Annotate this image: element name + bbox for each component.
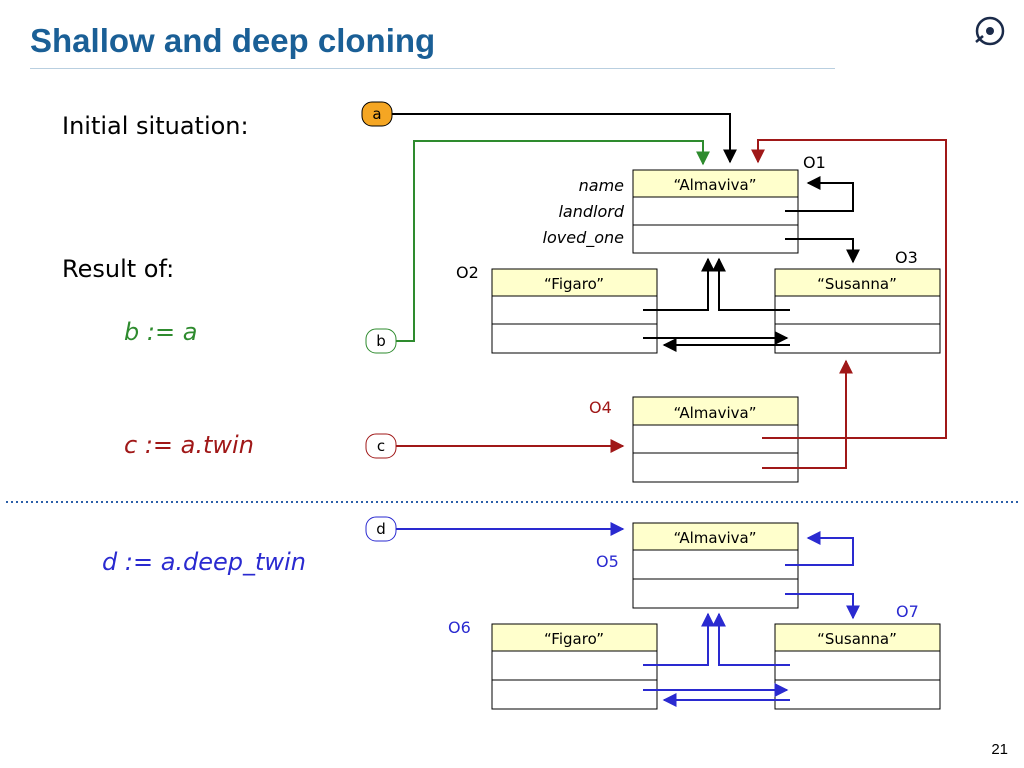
result-of-label: Result of: xyxy=(62,255,175,283)
object-o4-value: “Almaviva” xyxy=(674,404,757,422)
arrow-o5-loved-one-to-o7 xyxy=(785,593,860,620)
arrow-o5-landlord-to-o5 xyxy=(785,531,854,566)
object-o2-value: “Figaro” xyxy=(544,275,604,293)
arrow-o7-landlord-to-o5 xyxy=(712,612,790,666)
reference-c: c xyxy=(365,433,397,459)
arrow-b-to-o1 xyxy=(396,140,710,342)
object-o7: “Susanna” xyxy=(774,623,941,710)
statement-b: b := a xyxy=(124,318,198,346)
slide-title: Shallow and deep cloning xyxy=(30,22,436,59)
field-label-name: name xyxy=(579,176,625,195)
arrow-o1-loved-one-to-o3 xyxy=(785,238,860,264)
reference-d-label: d xyxy=(376,520,386,538)
reference-a: a xyxy=(361,101,393,127)
reference-d: d xyxy=(365,516,397,542)
logo-icon xyxy=(975,16,1005,46)
object-o1: “Almaviva” xyxy=(632,169,799,254)
object-o2: “Figaro” xyxy=(491,268,658,354)
page-number: 21 xyxy=(991,741,1008,758)
tag-o5: O5 xyxy=(596,552,619,571)
object-o1-value: “Almaviva” xyxy=(674,176,757,194)
arrow-o6-landlord-to-o5 xyxy=(643,612,715,666)
statement-c: c := a.twin xyxy=(124,431,254,459)
arrow-o3-landlord-to-o1 xyxy=(712,257,790,311)
title-rule xyxy=(30,68,835,69)
reference-b-label: b xyxy=(376,332,386,350)
object-o5: “Almaviva” xyxy=(632,522,799,609)
reference-a-label: a xyxy=(372,105,381,123)
tag-o7: O7 xyxy=(896,602,919,621)
field-label-landlord: landlord xyxy=(558,202,624,221)
tag-o3: O3 xyxy=(895,248,918,267)
object-o7-value: “Susanna” xyxy=(817,630,897,648)
tag-o4: O4 xyxy=(589,398,612,417)
arrow-a-to-o1 xyxy=(392,113,737,164)
arrow-o4-loved-one-to-o3 xyxy=(762,359,853,469)
field-label-loved-one: loved_one xyxy=(543,228,625,248)
tag-o6: O6 xyxy=(448,618,471,637)
statement-d: d := a.deep_twin xyxy=(102,548,306,576)
tag-o1: O1 xyxy=(803,153,826,172)
object-o6: “Figaro” xyxy=(491,623,658,710)
object-o4: “Almaviva” xyxy=(632,396,799,483)
reference-b: b xyxy=(365,328,397,354)
object-o6-value: “Figaro” xyxy=(544,630,604,648)
reference-c-label: c xyxy=(377,437,385,455)
object-o3: “Susanna” xyxy=(774,268,941,354)
initial-situation-label: Initial situation: xyxy=(62,112,249,140)
object-o3-value: “Susanna” xyxy=(817,275,897,293)
arrow-o2-landlord-to-o1 xyxy=(643,257,715,311)
arrow-o1-landlord-to-o1 xyxy=(785,176,854,212)
tag-o2: O2 xyxy=(456,263,479,282)
object-o5-value: “Almaviva” xyxy=(674,529,757,547)
arrow-o4-landlord-to-o1 xyxy=(751,139,947,439)
